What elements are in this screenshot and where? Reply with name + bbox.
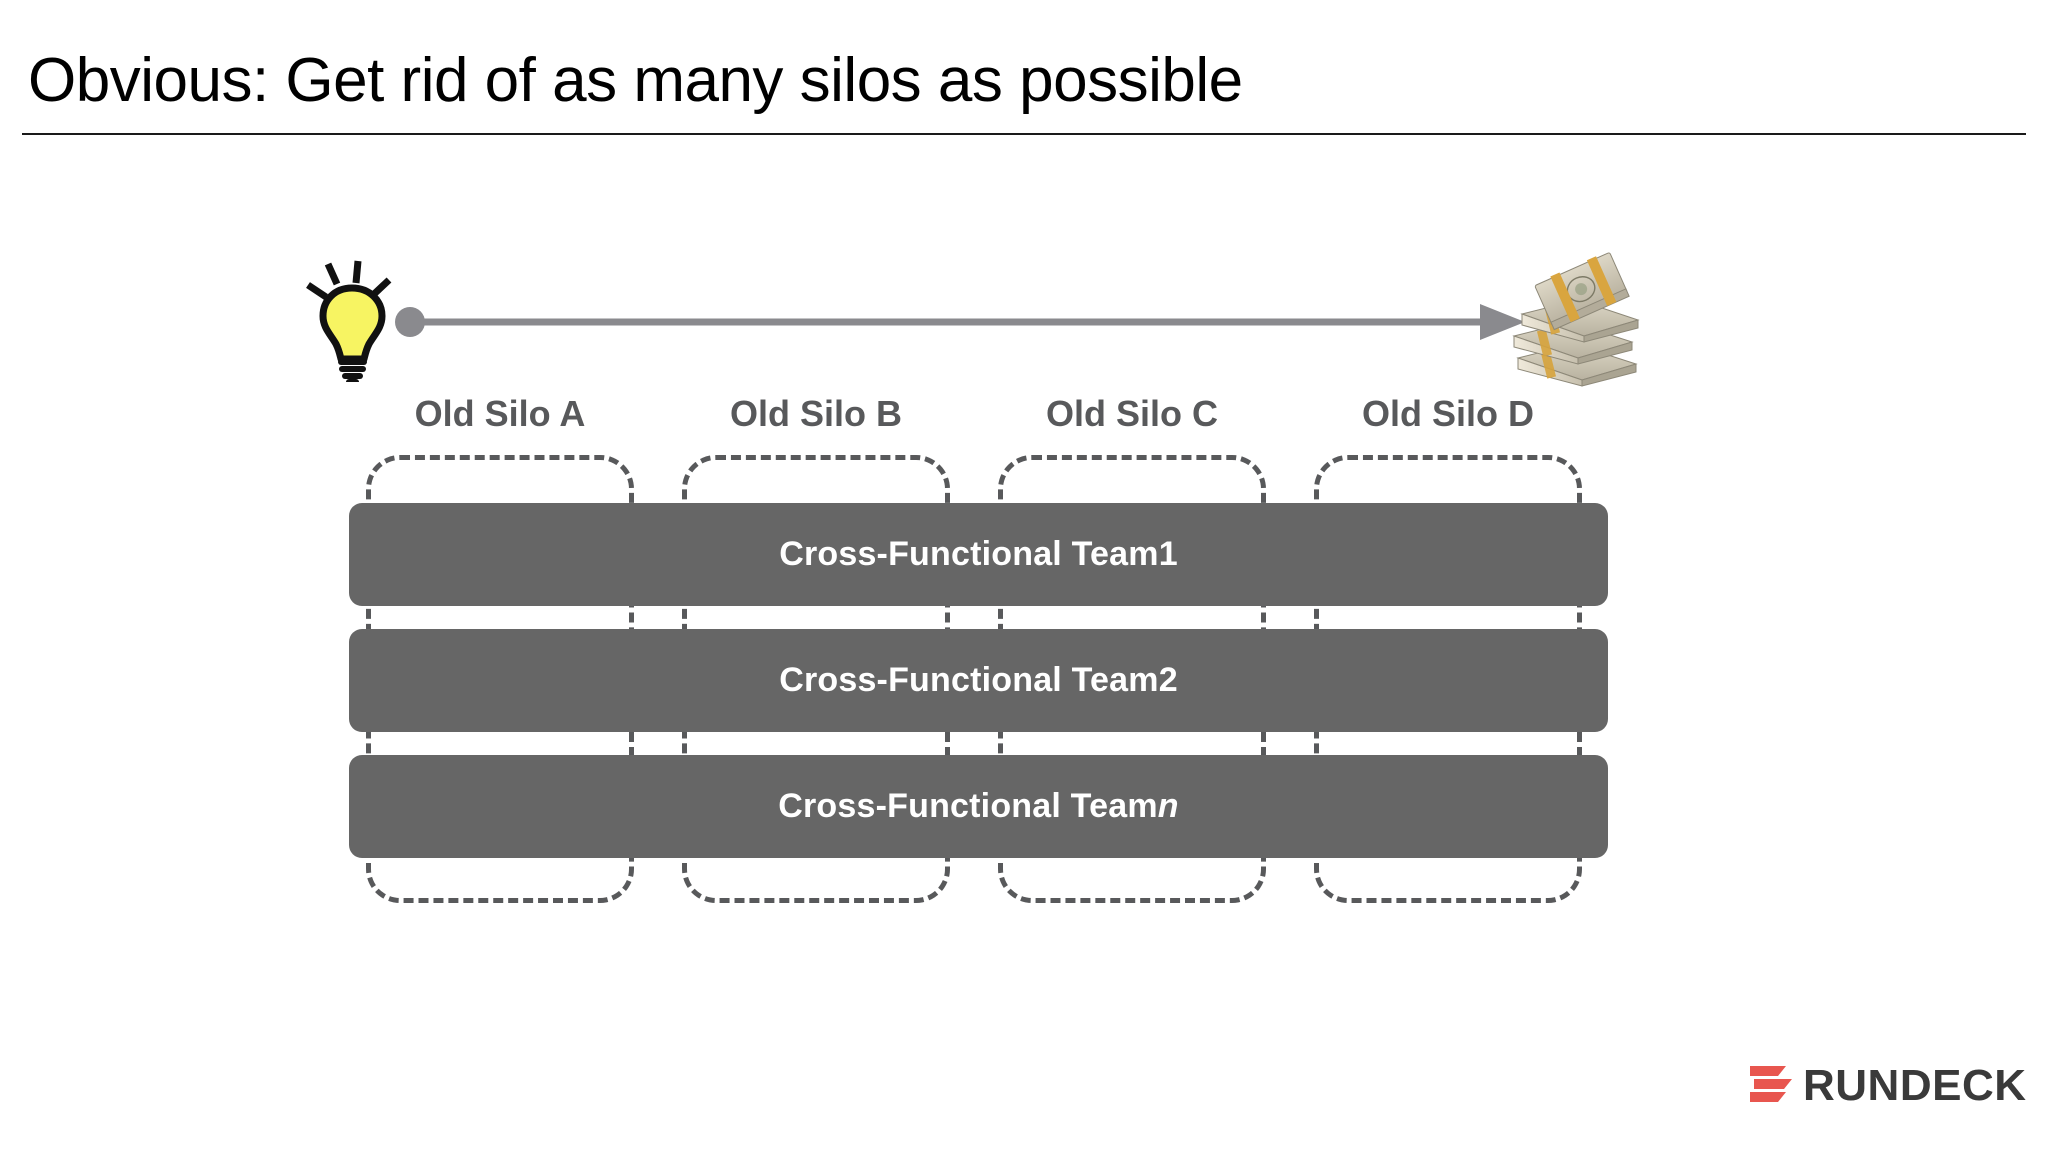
rundeck-mark-icon [1748, 1062, 1794, 1111]
idea-to-value-arrow [395, 296, 1525, 348]
team-1-label: Cross-Functional Team [779, 535, 1159, 573]
page-title: Obvious: Get rid of as many silos as pos… [28, 46, 1243, 115]
team-n-index: n [1157, 787, 1179, 825]
rundeck-logo: RUNDECK [1748, 1058, 2026, 1114]
cross-functional-team-n-bar: Cross-Functional Team n [349, 755, 1608, 858]
team-n-label: Cross-Functional Team [778, 787, 1158, 825]
silo-c-label: Old Silo C [1045, 393, 1218, 434]
rundeck-wordmark: RUNDECK [1803, 1061, 2027, 1110]
silo-d-label: Old Silo D [1361, 393, 1534, 434]
team-1-index: 1 [1158, 535, 1178, 573]
title-divider [22, 133, 2026, 135]
silo-b-label: Old Silo B [729, 393, 902, 434]
money-stack-icon [1508, 252, 1648, 392]
cross-functional-team-2-bar: Cross-Functional Team 2 [349, 629, 1608, 732]
silo-a-label: Old Silo A [414, 393, 586, 434]
team-2-index: 2 [1158, 661, 1178, 699]
team-2-label: Cross-Functional Team [779, 661, 1159, 699]
lightbulb-icon [290, 252, 410, 385]
cross-functional-team-1-bar: Cross-Functional Team 1 [349, 503, 1608, 606]
